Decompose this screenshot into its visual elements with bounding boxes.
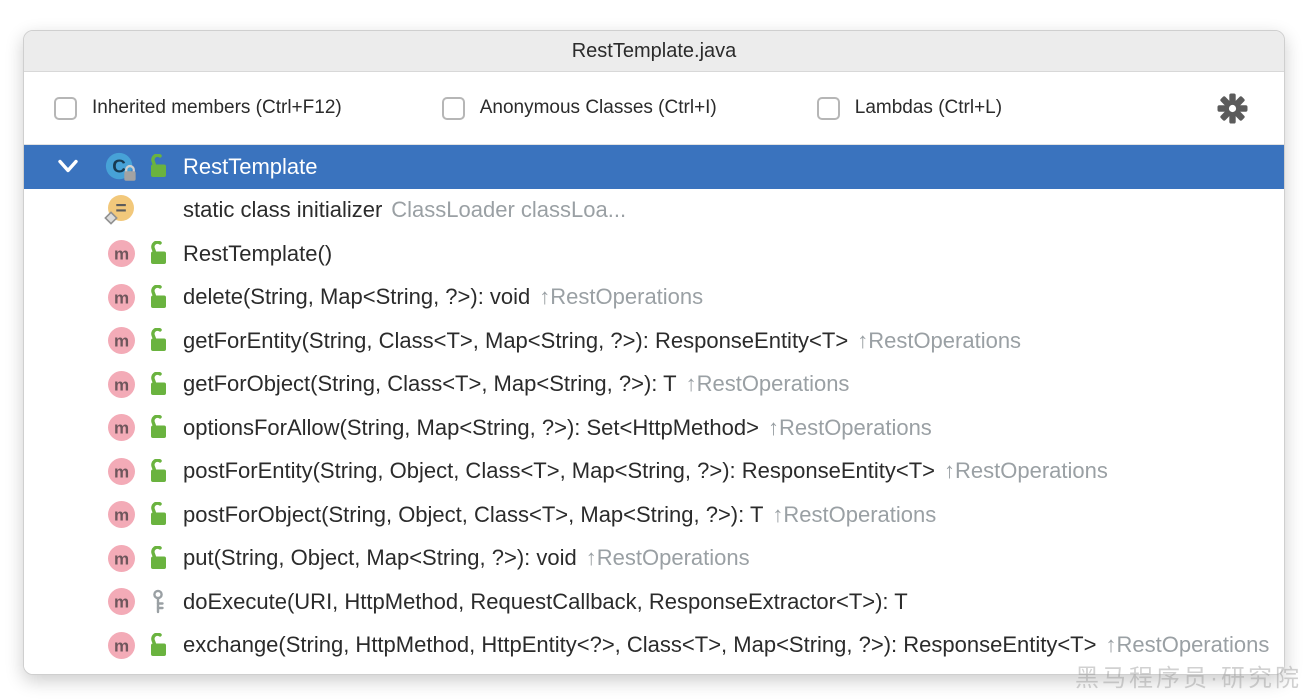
tree-row[interactable]: m put(String, Object, Map<String, ?>): v… xyxy=(24,537,1284,581)
svg-text:m: m xyxy=(113,419,128,438)
member-origin: ↑RestOperations xyxy=(857,327,1022,353)
member-origin: ↑RestOperations xyxy=(767,414,932,440)
tree-row[interactable]: m postForEntity(String, Object, Class<T>… xyxy=(24,450,1284,494)
tree-row[interactable]: m RestTemplate() xyxy=(24,232,1284,276)
member-signature: postForEntity(String, Object, Class<T>, … xyxy=(183,458,935,484)
method-icon: m xyxy=(104,631,138,660)
svg-text:m: m xyxy=(113,375,128,394)
public-lock-icon xyxy=(146,545,170,571)
tree-row[interactable]: m delete(String, Map<String, ?>): void ↑… xyxy=(24,276,1284,320)
svg-text:m: m xyxy=(113,245,128,264)
file-structure-popup: RestTemplate.java Inherited members (Ctr… xyxy=(23,30,1285,675)
member-origin: ↑RestOperations xyxy=(944,458,1108,484)
method-icon: m xyxy=(104,283,138,312)
public-lock-icon xyxy=(146,632,170,658)
member-signature: delete(String, Map<String, ?>): void xyxy=(183,284,531,310)
tree-row[interactable]: m postForObject(String, Object, Class<T>… xyxy=(24,493,1284,537)
public-lock-icon xyxy=(146,415,170,440)
tree-row[interactable]: m getForEntity(String, Class<T>, Map<Str… xyxy=(24,319,1284,363)
tree-row[interactable]: m getForObject(String, Class<T>, Map<Str… xyxy=(24,363,1284,407)
method-icon: m xyxy=(104,587,138,616)
svg-text:m: m xyxy=(113,288,128,307)
public-lock-icon xyxy=(146,154,170,179)
svg-text:m: m xyxy=(113,332,128,351)
member-origin: ↑RestOperations xyxy=(585,545,750,571)
svg-text:=: = xyxy=(115,198,126,219)
member-signature: doExecute(URI, HttpMethod, RequestCallba… xyxy=(183,588,908,614)
member-origin: ClassLoader classLoa... xyxy=(391,197,627,223)
svg-text:m: m xyxy=(113,593,128,612)
chevron-down-icon[interactable] xyxy=(56,159,82,174)
public-lock-icon xyxy=(146,458,170,484)
filter-checkbox-item[interactable]: Lambdas (Ctrl+L) xyxy=(816,96,1003,120)
method-icon: m xyxy=(104,413,138,442)
member-signature: getForObject(String, Class<T>, Map<Strin… xyxy=(183,371,677,397)
class-icon: C xyxy=(104,150,138,184)
member-signature: RestTemplate() xyxy=(183,240,333,266)
checkbox-label: Lambdas (Ctrl+L) xyxy=(854,97,1003,118)
method-icon: m xyxy=(104,457,138,486)
filter-toolbar: Inherited members (Ctrl+F12) Anonymous C… xyxy=(24,72,1284,145)
member-origin: ↑RestOperations xyxy=(685,371,850,397)
filter-checkbox-item[interactable]: Inherited members (Ctrl+F12) xyxy=(54,96,342,120)
member-origin: ↑RestOperations xyxy=(772,501,937,527)
checkbox[interactable] xyxy=(441,96,465,120)
tree-row[interactable]: m optionsForAllow(String, Map<String, ?>… xyxy=(24,406,1284,450)
public-lock-icon xyxy=(146,502,170,527)
member-signature: getForEntity(String, Class<T>, Map<Strin… xyxy=(183,327,849,353)
method-icon: m xyxy=(104,326,138,355)
method-icon: m xyxy=(104,500,138,529)
public-lock-icon xyxy=(146,371,170,397)
class-initializer-icon: = xyxy=(104,194,138,227)
structure-tree: C RestTemplate = static class initialize… xyxy=(24,145,1284,674)
popup-title-text: RestTemplate.java xyxy=(571,39,737,62)
checkbox[interactable] xyxy=(54,96,77,120)
popup-title: RestTemplate.java xyxy=(24,31,1284,72)
member-origin: ↑RestOperations xyxy=(539,284,704,310)
method-icon: m xyxy=(104,370,138,399)
svg-text:m: m xyxy=(113,549,128,568)
member-signature: RestTemplate xyxy=(183,153,318,179)
svg-text:C: C xyxy=(112,156,126,177)
checkbox[interactable] xyxy=(816,96,840,120)
svg-text:m: m xyxy=(113,506,128,525)
svg-text:m: m xyxy=(113,636,128,655)
tree-row[interactable]: m exchange(String, HttpMethod, HttpEntit… xyxy=(24,624,1284,668)
member-signature: put(String, Object, Map<String, ?>): voi… xyxy=(183,545,577,571)
tree-row[interactable]: m doExecute(URI, HttpMethod, RequestCall… xyxy=(24,580,1284,624)
member-signature: exchange(String, HttpMethod, HttpEntity<… xyxy=(183,632,1097,658)
tree-row-root-class[interactable]: C RestTemplate xyxy=(24,145,1284,189)
method-icon: m xyxy=(104,239,138,268)
checkbox-label: Anonymous Classes (Ctrl+I) xyxy=(479,97,717,118)
method-icon: m xyxy=(104,544,138,573)
settings-gear-icon[interactable] xyxy=(1217,93,1248,124)
filter-checkbox-item[interactable]: Anonymous Classes (Ctrl+I) xyxy=(441,96,717,120)
public-lock-icon xyxy=(146,284,170,310)
svg-text:m: m xyxy=(113,462,128,481)
tree-row[interactable]: = static class initializer ClassLoader c… xyxy=(24,189,1284,233)
checkbox-label: Inherited members (Ctrl+F12) xyxy=(92,97,342,118)
protected-key-icon xyxy=(146,589,170,615)
public-lock-icon xyxy=(146,328,170,353)
member-signature: postForObject(String, Object, Class<T>, … xyxy=(183,501,764,527)
member-signature: optionsForAllow(String, Map<String, ?>):… xyxy=(183,414,759,440)
member-signature: static class initializer xyxy=(183,197,383,223)
member-origin: ↑RestOperations xyxy=(1105,632,1270,658)
public-lock-icon xyxy=(146,241,170,266)
